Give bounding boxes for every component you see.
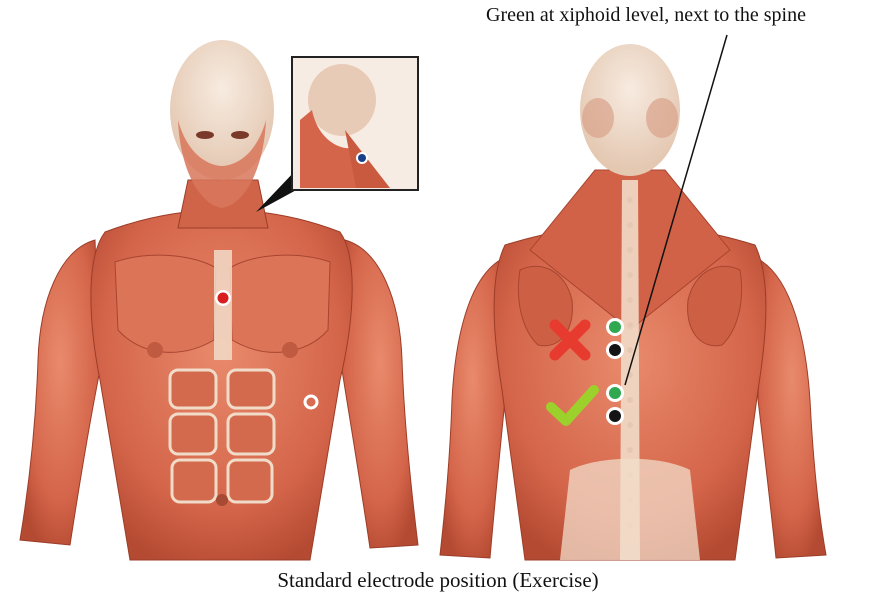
neck-inset bbox=[292, 57, 418, 190]
figure-caption: Standard electrode position (Exercise) bbox=[0, 568, 876, 593]
inset-electrode bbox=[358, 154, 366, 162]
green-electrode-wrong bbox=[609, 321, 621, 333]
green-electrode-correct bbox=[609, 387, 621, 399]
black-electrode-correct bbox=[609, 410, 621, 422]
back-torso-figure bbox=[440, 44, 826, 560]
red-electrode bbox=[218, 293, 229, 304]
annotation-label: Green at xiphoid level, next to the spin… bbox=[418, 4, 874, 27]
black-electrode-wrong bbox=[609, 344, 621, 356]
